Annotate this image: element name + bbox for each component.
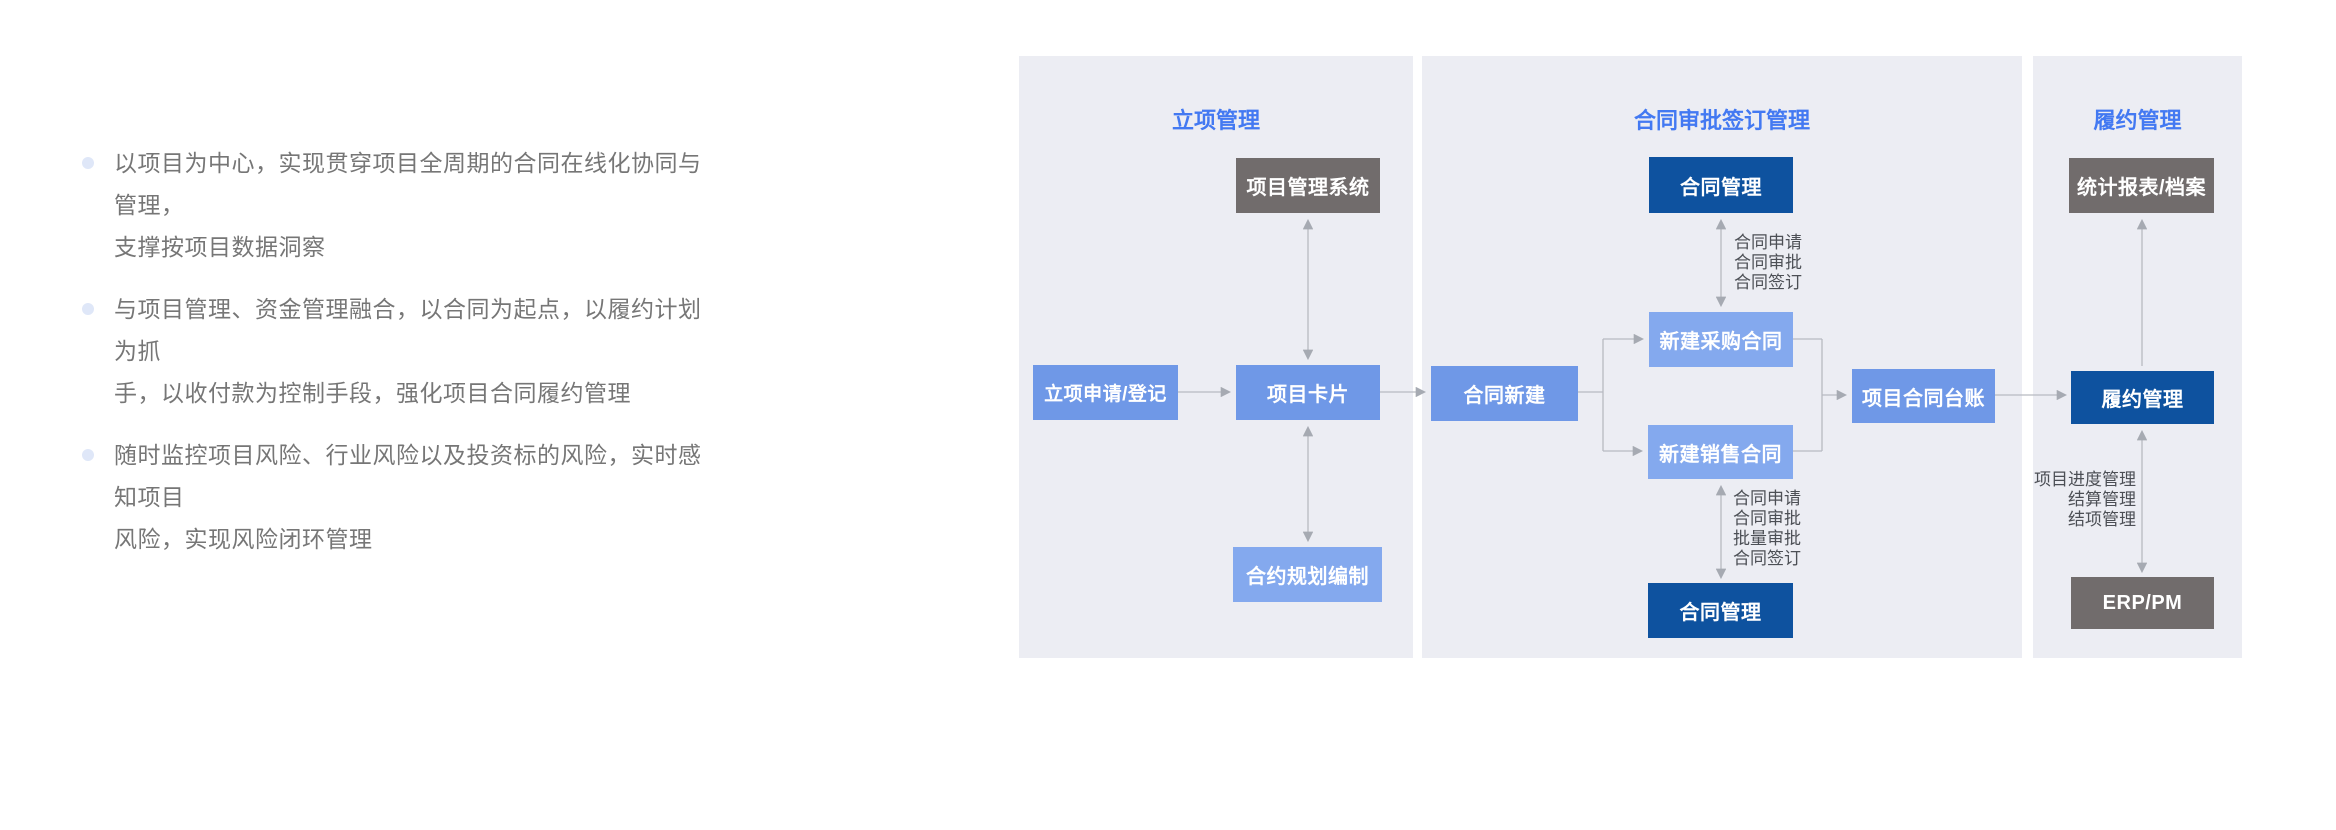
bullet-item: 与项目管理、资金管理融合，以合同为起点，以履约计划为抓 手，以收付款为控制手段，… xyxy=(82,288,722,414)
box-contract-mgmt-top: 合同管理 xyxy=(1649,157,1793,213)
box-project-apply: 立项申请/登记 xyxy=(1033,365,1178,420)
panel-title: 立项管理 xyxy=(1171,108,1260,133)
box-pm-system: 项目管理系统 xyxy=(1236,158,1380,213)
panel-project-initiation: 立项管理 xyxy=(1019,56,1413,658)
bullet-item: 以项目为中心，实现贯穿项目全周期的合同在线化协同与管理， 支撑按项目数据洞察 xyxy=(82,142,722,268)
intro-bullets: 以项目为中心，实现贯穿项目全周期的合同在线化协同与管理， 支撑按项目数据洞察 与… xyxy=(82,142,722,580)
box-contract-mgmt-bottom: 合同管理 xyxy=(1648,583,1793,638)
box-project-card: 项目卡片 xyxy=(1236,365,1380,420)
bullet-text: 与项目管理、资金管理融合，以合同为起点，以履约计划为抓 手，以收付款为控制手段，… xyxy=(114,296,702,406)
bullet-item: 随时监控项目风险、行业风险以及投资标的风险，实时感知项目 风险，实现风险闭环管理 xyxy=(82,434,722,560)
box-new-purchase-contract: 新建采购合同 xyxy=(1649,312,1793,367)
box-erp-pm: ERP/PM xyxy=(2071,577,2214,629)
label-performance-flow: 项目进度管理 结算管理 结项管理 xyxy=(2034,470,2136,529)
bullet-text: 以项目为中心，实现贯穿项目全周期的合同在线化协同与管理， 支撑按项目数据洞察 xyxy=(114,150,702,260)
box-stats-archive: 统计报表/档案 xyxy=(2069,158,2214,213)
bullet-dot-icon xyxy=(82,449,94,461)
box-contract-new: 合同新建 xyxy=(1431,366,1578,421)
bullet-text: 随时监控项目风险、行业风险以及投资标的风险，实时感知项目 风险，实现风险闭环管理 xyxy=(114,442,702,552)
label-contract-top-flow: 合同申请 合同审批 合同签订 xyxy=(1734,233,1802,292)
panel-title: 履约管理 xyxy=(2093,108,2182,133)
bullet-dot-icon xyxy=(82,303,94,315)
bullet-dot-icon xyxy=(82,157,94,169)
box-contract-ledger: 项目合同台账 xyxy=(1852,369,1995,423)
box-performance-mgmt: 履约管理 xyxy=(2071,371,2214,424)
panel-performance: 履约管理 xyxy=(2033,56,2242,658)
box-contract-planning: 合约规划编制 xyxy=(1233,547,1382,602)
box-new-sales-contract: 新建销售合同 xyxy=(1648,425,1793,479)
panel-title: 合同审批签订管理 xyxy=(1633,108,1810,133)
label-contract-bottom-flow: 合同申请 合同审批 批量审批 合同签订 xyxy=(1733,489,1801,568)
